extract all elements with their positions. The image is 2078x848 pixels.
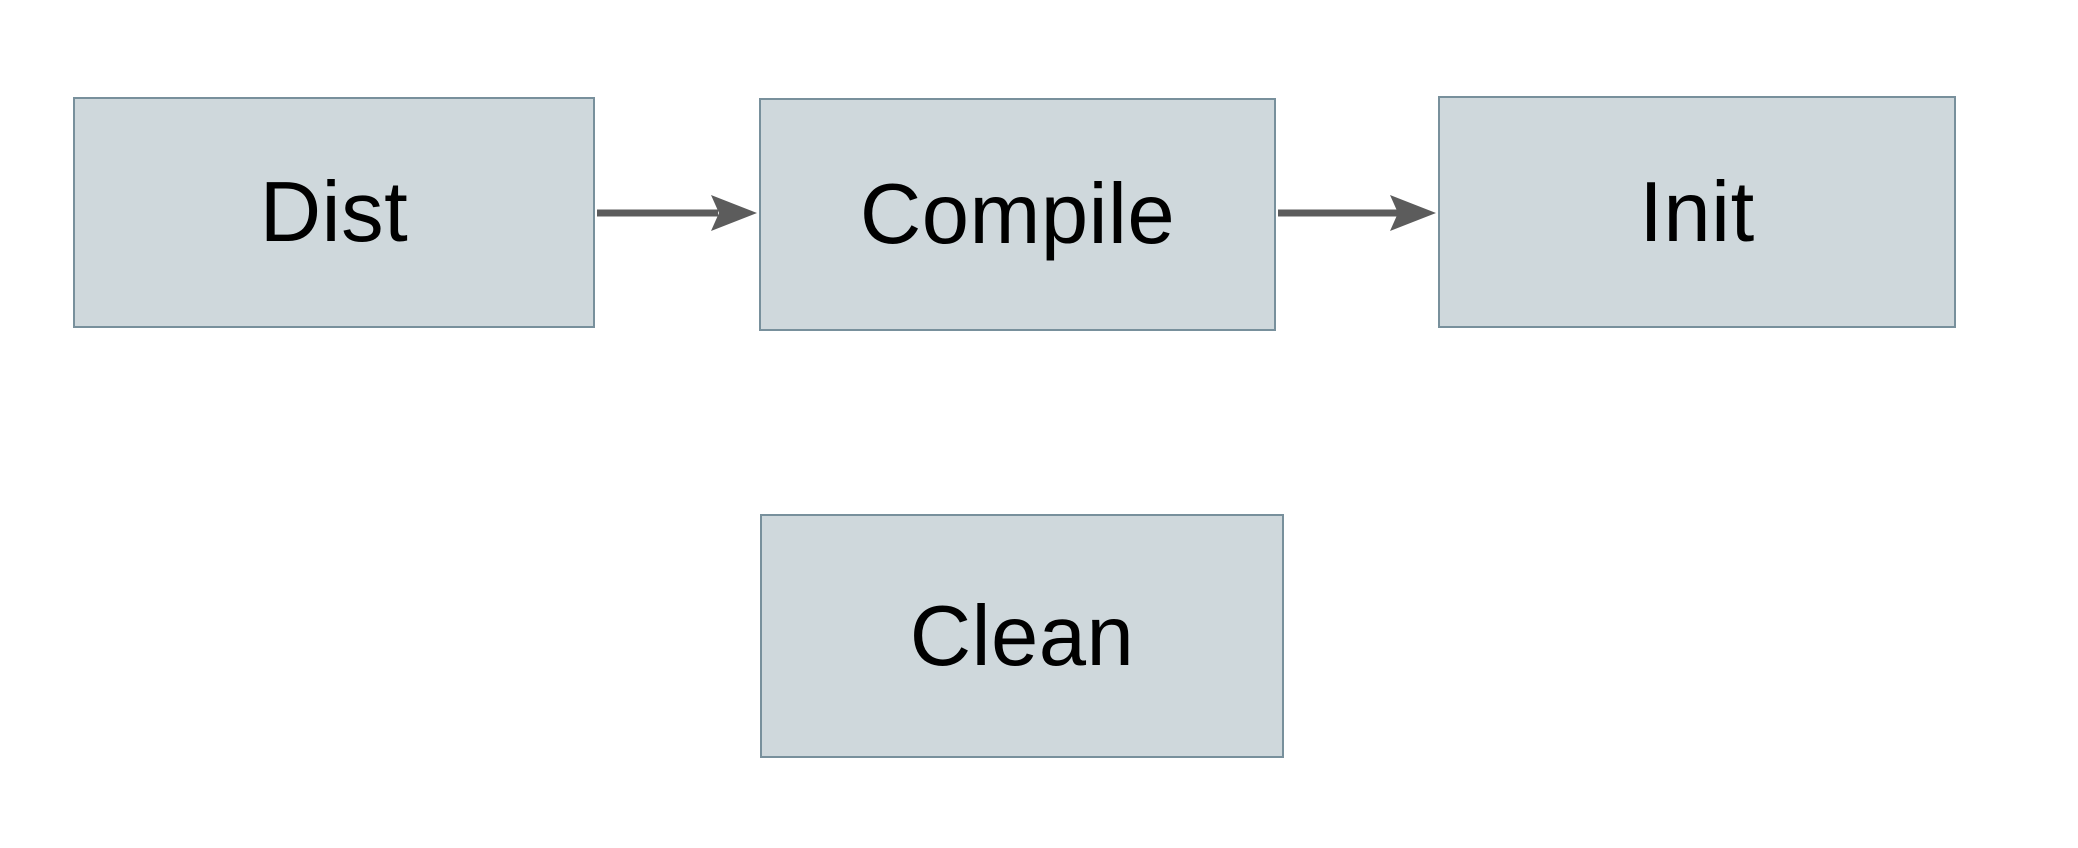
node-clean-label: Clean: [909, 588, 1135, 684]
node-dist[interactable]: Dist: [73, 97, 595, 328]
edge-compile-init[interactable]: [1278, 195, 1436, 231]
node-compile[interactable]: Compile: [759, 98, 1276, 331]
node-dist-label: Dist: [259, 165, 409, 260]
node-clean[interactable]: Clean: [760, 514, 1284, 758]
node-init[interactable]: Init: [1438, 96, 1956, 328]
arrowhead-icon: [1390, 195, 1436, 231]
node-compile-label: Compile: [859, 167, 1176, 262]
arrowhead-icon: [711, 195, 757, 231]
edge-dist-compile[interactable]: [597, 195, 757, 231]
node-init-label: Init: [1639, 164, 1755, 260]
